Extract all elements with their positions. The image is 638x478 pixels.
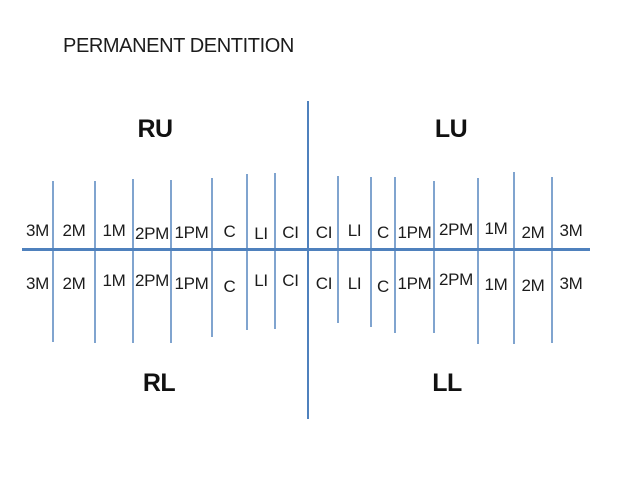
tooth-separator-left-3: [132, 179, 134, 343]
tooth-separator-right-1: [337, 176, 339, 323]
tooth-label-rl-2m: 2M: [62, 274, 86, 293]
tooth-label-ru-1m: 1M: [102, 221, 126, 240]
tooth-label-lu-c: C: [377, 223, 389, 242]
tooth-separator-right-2: [370, 177, 372, 327]
tooth-label-ru-2pm: 2PM: [134, 224, 170, 243]
quadrant-label-left-lower: LL: [432, 369, 462, 397]
tooth-separator-left-4: [170, 180, 172, 343]
tooth-label-ll-1pm: 1PM: [397, 274, 432, 293]
tooth-label-ru-ci: CI: [282, 223, 299, 242]
midline-vertical-line: [307, 101, 309, 419]
tooth-label-ru-3m: 3M: [25, 221, 50, 240]
quadrant-label-right-lower: RL: [142, 369, 176, 397]
tooth-label-rl-3m: 3M: [25, 274, 50, 293]
tooth-label-lu-2m: 2M: [521, 223, 545, 242]
quadrant-label-right-upper: RU: [137, 115, 173, 143]
tooth-separator-right-6: [513, 172, 515, 344]
tooth-label-ll-c: C: [377, 277, 389, 296]
tooth-label-ru-2m: 2M: [62, 221, 86, 240]
tooth-label-rl-li: LI: [254, 271, 268, 290]
tooth-separator-right-4: [433, 181, 435, 333]
tooth-separator-left-6: [246, 174, 248, 330]
tooth-label-lu-2pm: 2PM: [438, 220, 474, 239]
tooth-label-rl-1pm: 1PM: [174, 274, 209, 293]
tooth-label-ru-c: C: [223, 222, 236, 241]
tooth-label-lu-li: LI: [347, 221, 362, 240]
tooth-separator-right-3: [394, 177, 396, 333]
tooth-label-lu-ci: CI: [315, 223, 333, 242]
tooth-separator-left-1: [52, 181, 54, 342]
tooth-label-ll-3m: 3M: [559, 274, 583, 293]
tooth-label-lu-3m: 3M: [559, 221, 583, 240]
quadrant-label-left-upper: LU: [434, 115, 468, 143]
tooth-label-ll-1m: 1M: [484, 275, 508, 294]
tooth-label-ll-ci: CI: [315, 274, 333, 293]
tooth-label-ll-2pm: 2PM: [438, 270, 474, 289]
tooth-label-lu-1m: 1M: [484, 219, 508, 238]
tooth-label-ru-1pm: 1PM: [174, 223, 209, 242]
tooth-label-rl-2pm: 2PM: [134, 271, 170, 290]
tooth-separator-left-7: [274, 173, 276, 329]
slide-title: PERMANENT DENTITION: [63, 35, 294, 57]
tooth-separator-right-5: [477, 178, 479, 344]
tooth-separator-right-7: [551, 177, 553, 343]
tooth-label-lu-1pm: 1PM: [397, 223, 432, 242]
tooth-label-rl-c: C: [223, 277, 236, 296]
tooth-label-rl-1m: 1M: [102, 271, 126, 290]
tooth-separator-left-2: [94, 181, 96, 343]
tooth-label-ll-2m: 2M: [521, 276, 545, 295]
tooth-label-ll-li: LI: [347, 274, 362, 293]
tooth-label-ru-li: LI: [254, 224, 268, 243]
tooth-separator-left-5: [211, 178, 213, 337]
occlusal-horizontal-line: [22, 248, 590, 251]
tooth-label-rl-ci: CI: [282, 271, 299, 290]
